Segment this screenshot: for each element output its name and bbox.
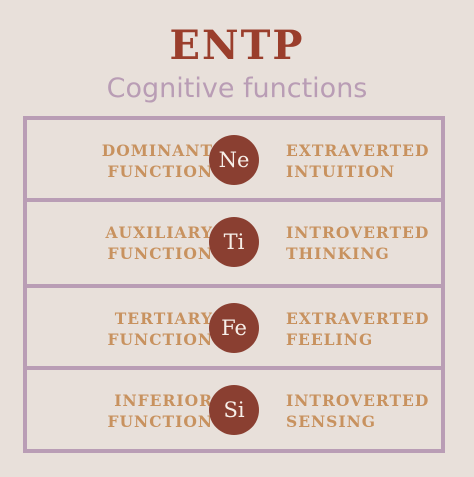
function-role-line2: FUNCTION (107, 244, 213, 263)
row-divider (27, 366, 441, 370)
function-role-line1: INFERIOR (114, 391, 213, 410)
function-description-line2: SENSING (286, 412, 377, 431)
function-description: INTROVERTED THINKING (286, 222, 429, 264)
function-description-line1: INTROVERTED (286, 223, 430, 242)
function-role: INFERIOR FUNCTION (108, 390, 213, 432)
functions-table: DOMINANT FUNCTION Ne EXTRAVERTED INTUITI… (23, 116, 445, 453)
function-code-badge: Ti (209, 217, 259, 267)
function-role: DOMINANT FUNCTION (102, 140, 213, 182)
function-description-line2: THINKING (286, 244, 390, 263)
function-description-line1: EXTRAVERTED (286, 141, 430, 160)
function-description: EXTRAVERTED INTUITION (286, 140, 429, 182)
function-description-line1: INTROVERTED (286, 391, 430, 410)
function-row-tertiary: TERTIARY FUNCTION Fe EXTRAVERTED FEELING (27, 288, 441, 366)
function-description-line1: EXTRAVERTED (286, 309, 430, 328)
function-row-dominant: DOMINANT FUNCTION Ne EXTRAVERTED INTUITI… (27, 120, 441, 198)
function-role: TERTIARY FUNCTION (108, 308, 213, 350)
function-role: AUXILIARY FUNCTION (106, 222, 213, 264)
function-description-line2: INTUITION (286, 162, 396, 181)
function-role-line1: DOMINANT (101, 141, 213, 160)
function-description: INTROVERTED SENSING (286, 390, 429, 432)
function-row-auxiliary: AUXILIARY FUNCTION Ti INTROVERTED THINKI… (27, 202, 441, 280)
page-subtitle: Cognitive functions (106, 73, 368, 104)
function-role-line1: TERTIARY (114, 309, 213, 328)
function-role-line2: FUNCTION (107, 412, 213, 431)
row-divider (27, 198, 441, 202)
function-role-line2: FUNCTION (107, 330, 213, 349)
function-code-badge: Ne (209, 135, 259, 185)
function-role-line2: FUNCTION (107, 162, 213, 181)
function-description: EXTRAVERTED FEELING (286, 308, 429, 350)
function-code-badge: Si (209, 385, 259, 435)
function-code-badge: Fe (209, 303, 259, 353)
function-description-line2: FEELING (286, 330, 374, 349)
function-row-inferior: INFERIOR FUNCTION Si INTROVERTED SENSING (27, 370, 441, 448)
page-title: ENTP (169, 22, 305, 69)
row-divider (27, 284, 441, 288)
function-role-line1: AUXILIARY (105, 223, 213, 242)
